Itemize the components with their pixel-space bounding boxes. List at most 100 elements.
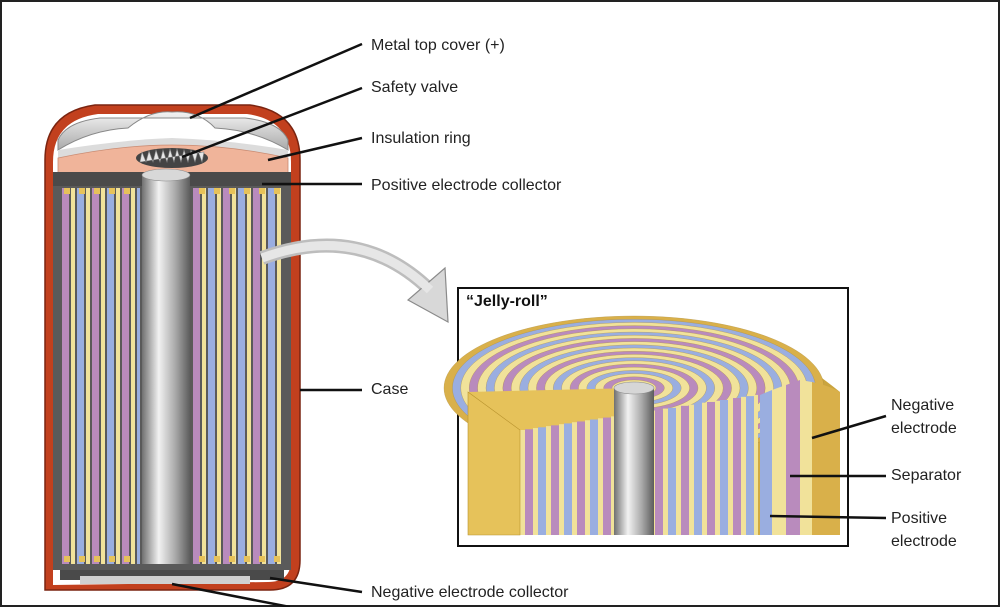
cut-strip [702,402,707,535]
cut-strip [728,398,733,535]
electrode-tab [79,556,85,562]
label-case: Case [371,381,408,398]
label-positive-electrode-2: electrode [891,533,957,550]
electrode-strip [262,188,266,564]
electrode-strip [86,188,90,564]
electrode-strip [238,188,245,564]
cut-strip [551,425,559,535]
electrode-tab [79,188,85,194]
electrode-strip [193,188,200,564]
electrode-strip [116,188,120,564]
electrode-strip [71,188,75,564]
label-metal-top-cover: Metal top cover (+) [371,37,505,54]
negative-collector [60,570,284,580]
electrode-strip [77,188,84,564]
cut-strip [590,419,598,535]
cut-strip [564,423,572,535]
electrode-strip [253,188,260,564]
electrode-tab [244,188,250,194]
electrode-strip [202,188,206,564]
cut-strip [707,401,715,535]
electrode-tab [229,556,235,562]
electrode-tab [109,188,115,194]
jelly-rod [614,388,654,535]
cut-strip [720,400,728,535]
cut-strip [577,421,585,535]
label-safety-valve: Safety valve [371,79,458,96]
cut-strip [603,417,611,535]
jelly-left-shell [467,391,521,536]
cut-strip [668,407,676,535]
electrode-tab [214,556,220,562]
electrode-tab [259,556,265,562]
electrode-strip [107,188,114,564]
cut-strip [733,398,741,535]
cut-strip [681,405,689,535]
electrode-strip [232,188,236,564]
leader-lines [171,42,363,607]
electrode-tab [124,188,130,194]
label-insulation-ring: Insulation ring [371,130,471,147]
cut-strip [754,394,758,535]
electrode-strip [223,188,230,564]
electrode-strip [122,188,129,564]
rod-top [141,168,191,182]
electrode-tab [259,188,265,194]
cut-strip [746,396,754,535]
electrode-tab [229,188,235,194]
label-negative-electrode-1: Negative [891,397,954,414]
cut-strip [655,409,663,535]
electrode-tab [274,188,280,194]
electrode-strip [268,188,275,564]
cut-strip [546,426,551,535]
battery-cell [44,104,301,591]
jelly-roll-inset [443,287,849,547]
label-negative-electrode-collector: Negative electrode collector [371,584,569,601]
electrode-tab [64,556,70,562]
electrode-strip [131,188,135,564]
cut-strip [559,424,564,535]
electrode-strip [277,188,281,564]
cut-strip [533,428,538,535]
electrode-strip [62,188,69,564]
cut-strip [611,416,616,535]
cut-strip [538,427,546,535]
electrode-strip [247,188,251,564]
electrode-strip [92,188,99,564]
label-separator: Separator [891,467,962,484]
metal-top-cover [57,111,289,151]
central-rod [142,174,190,564]
label-jelly-roll: “Jelly-roll” [466,293,548,310]
label-positive-electrode-collector: Positive electrode collector [371,177,562,194]
negative-collector-plate [80,576,250,584]
cut-strip [572,422,577,535]
cut-strip [715,400,720,535]
cut-strip [741,396,746,535]
electrode-tab [199,188,205,194]
label-positive-electrode-1: Positive [891,510,947,527]
cut-strip [676,406,681,535]
cut-strip [520,430,525,535]
electrode-tab [94,556,100,562]
cut-strip [585,420,590,535]
label-negative-electrode-2: electrode [891,420,957,437]
electrode-tab [64,188,70,194]
electrode-strip [208,188,215,564]
electrode-strip [101,188,105,564]
inset-leader-lines [769,414,887,520]
cut-strip [694,403,702,535]
electrode-strip [137,188,140,564]
cut-strip [689,404,694,535]
cut-strip [525,429,533,535]
jelly-right-layers [760,380,840,535]
jelly-rod-top [613,381,655,395]
cut-strip [598,418,603,535]
electrode-tab [109,556,115,562]
electrode-tab [124,556,130,562]
electrode-tab [244,556,250,562]
cut-strip [663,408,668,535]
electrode-tab [214,188,220,194]
